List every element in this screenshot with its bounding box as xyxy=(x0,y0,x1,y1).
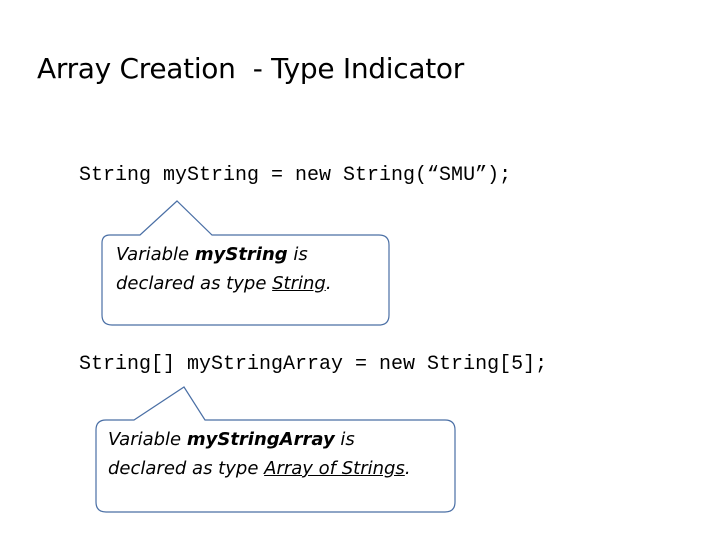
slide-title: Array Creation - Type Indicator xyxy=(37,52,464,85)
callout-line2-prefix: declared as type xyxy=(108,458,265,479)
code-line-string: String myString = new String(“SMU”); xyxy=(79,164,512,187)
callout-suffix: . xyxy=(325,273,332,294)
callout-middle: is xyxy=(287,244,308,265)
callout-line2-prefix: declared as type xyxy=(116,273,273,294)
variable-name: myString xyxy=(194,244,288,265)
callout-line-1: Variable myString is xyxy=(116,240,332,269)
callout-prefix: Variable xyxy=(116,244,195,265)
callout-text-string: Variable myString is declared as type St… xyxy=(116,240,332,298)
type-name: String xyxy=(272,273,326,294)
callout-bubble-1 xyxy=(101,200,390,326)
type-name: Array of Strings xyxy=(264,458,405,479)
code-line-string-array: String[] myStringArray = new String[5]; xyxy=(79,353,548,376)
callout-middle: is xyxy=(334,429,355,450)
callout-prefix: Variable xyxy=(108,429,187,450)
variable-name: myStringArray xyxy=(186,429,335,450)
callout-line-2: declared as type String. xyxy=(116,269,332,298)
callout-suffix: . xyxy=(404,458,411,479)
callout-bubble-2 xyxy=(95,386,456,513)
callout-line-2: declared as type Array of Strings. xyxy=(108,454,411,483)
callout-text-string-array: Variable myStringArray is declared as ty… xyxy=(108,425,411,483)
callout-line-1: Variable myStringArray is xyxy=(108,425,411,454)
